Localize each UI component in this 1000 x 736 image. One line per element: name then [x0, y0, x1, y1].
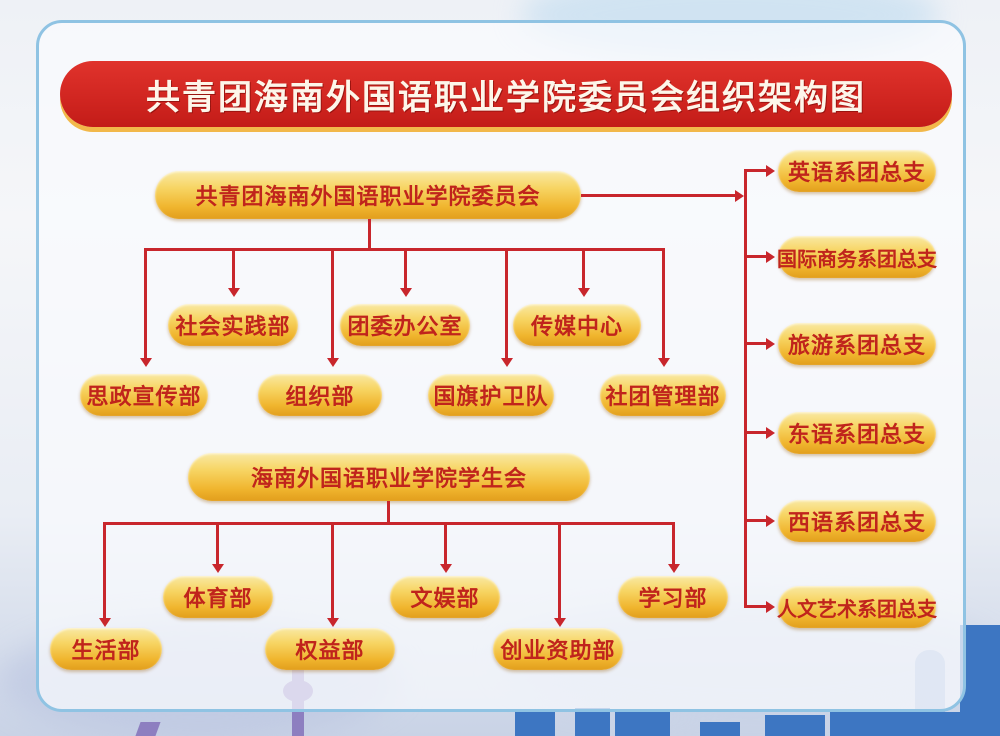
node-label: 东语系团总支 [787, 423, 926, 448]
node-eastern-languages-branch: 东语系团总支 [778, 412, 936, 454]
node-intl-business-branch: 国际商务系团总支 [777, 236, 937, 278]
node-social-practice-dept: 社会实践部 [168, 304, 298, 346]
connector [662, 248, 665, 358]
connector [368, 219, 371, 249]
connector [216, 522, 219, 566]
node-rights-dept: 权益部 [265, 628, 395, 670]
arrow-down-icon [326, 618, 339, 627]
connector [744, 431, 766, 434]
node-student-union: 海南外国语职业学院学生会 [188, 453, 590, 501]
arrow-right-icon [735, 189, 744, 202]
node-label: 传媒中心 [530, 315, 623, 340]
connector [582, 248, 585, 288]
building-illustration [830, 712, 880, 736]
node-sports-dept: 体育部 [163, 576, 273, 618]
building-illustration [575, 708, 610, 736]
arrow-right-icon [766, 600, 775, 613]
arrow-down-icon [577, 288, 590, 297]
node-label: 思政宣传部 [86, 385, 202, 410]
node-youth-league-committee: 共青团海南外国语职业学院委员会 [155, 171, 581, 219]
node-club-management-dept: 社团管理部 [600, 374, 726, 416]
node-entertainment-dept: 文娱部 [390, 576, 500, 618]
connector [744, 170, 747, 607]
arrow-down-icon [139, 358, 152, 367]
connector [672, 522, 675, 566]
arrow-right-icon [766, 514, 775, 527]
node-label: 共青团海南外国语职业学院委员会 [195, 185, 541, 210]
arrow-down-icon [657, 358, 670, 367]
node-label: 文娱部 [410, 587, 480, 612]
node-label: 英语系团总支 [787, 161, 926, 186]
building-illustration [880, 712, 1000, 736]
node-english-branch: 英语系团总支 [778, 150, 936, 192]
node-label: 旅游系团总支 [787, 334, 926, 359]
arrow-down-icon [667, 564, 680, 573]
connector [387, 501, 390, 523]
node-label: 西语系团总支 [787, 511, 926, 536]
arrow-down-icon [553, 618, 566, 627]
connector [558, 522, 561, 620]
node-organization-dept: 组织部 [258, 374, 382, 416]
node-tourism-branch: 旅游系团总支 [778, 323, 936, 365]
connector [331, 248, 334, 358]
node-label: 社团管理部 [605, 385, 721, 410]
node-label: 人文艺术系团总支 [777, 596, 937, 621]
building-illustration [765, 715, 825, 736]
page-title-banner: 共青团海南外国语职业学院委员会组织架构图 [60, 61, 952, 127]
connector [444, 522, 447, 566]
node-ideology-publicity-dept: 思政宣传部 [80, 374, 208, 416]
arrow-down-icon [227, 288, 240, 297]
arrow-down-icon [500, 358, 513, 367]
arrow-down-icon [439, 564, 452, 573]
node-label: 组织部 [285, 385, 355, 410]
arrow-down-icon [211, 564, 224, 573]
node-label: 学习部 [638, 587, 708, 612]
connector [103, 522, 675, 525]
connector [505, 248, 508, 358]
connector [581, 194, 735, 197]
connector [744, 342, 766, 345]
connector [144, 248, 147, 358]
node-committee-office: 团委办公室 [340, 304, 470, 346]
node-study-dept: 学习部 [618, 576, 728, 618]
arrow-right-icon [766, 164, 775, 177]
arrow-right-icon [766, 337, 775, 350]
arrow-right-icon [766, 426, 775, 439]
node-label: 团委办公室 [347, 315, 463, 340]
arrow-down-icon [399, 288, 412, 297]
node-label: 社会实践部 [175, 315, 291, 340]
arrow-right-icon [766, 250, 775, 263]
node-flag-guard: 国旗护卫队 [428, 374, 554, 416]
node-label: 国际商务系团总支 [777, 246, 937, 271]
arrow-down-icon [98, 618, 111, 627]
connector [744, 605, 766, 608]
connector [103, 522, 106, 620]
building-illustration [615, 710, 670, 736]
node-label: 创业资助部 [500, 639, 616, 664]
node-western-languages-branch: 西语系团总支 [778, 500, 936, 542]
arrow-down-icon [326, 358, 339, 367]
node-label: 国旗护卫队 [433, 385, 549, 410]
node-entrepreneurship-aid-dept: 创业资助部 [493, 628, 623, 670]
node-humanities-arts-branch: 人文艺术系团总支 [777, 586, 937, 628]
node-label: 权益部 [295, 639, 365, 664]
connector [744, 255, 766, 258]
page-title: 共青团海南外国语职业学院委员会组织架构图 [146, 77, 866, 118]
node-label: 体育部 [183, 587, 253, 612]
building-illustration [700, 722, 740, 736]
connector [744, 169, 766, 172]
node-label: 生活部 [71, 639, 141, 664]
connector [744, 519, 766, 522]
node-living-dept: 生活部 [50, 628, 162, 670]
connector [232, 248, 235, 288]
node-media-center: 传媒中心 [513, 304, 641, 346]
node-label: 海南外国语职业学院学生会 [250, 467, 527, 492]
connector [404, 248, 407, 288]
connector [331, 522, 334, 620]
building-illustration [515, 712, 555, 736]
